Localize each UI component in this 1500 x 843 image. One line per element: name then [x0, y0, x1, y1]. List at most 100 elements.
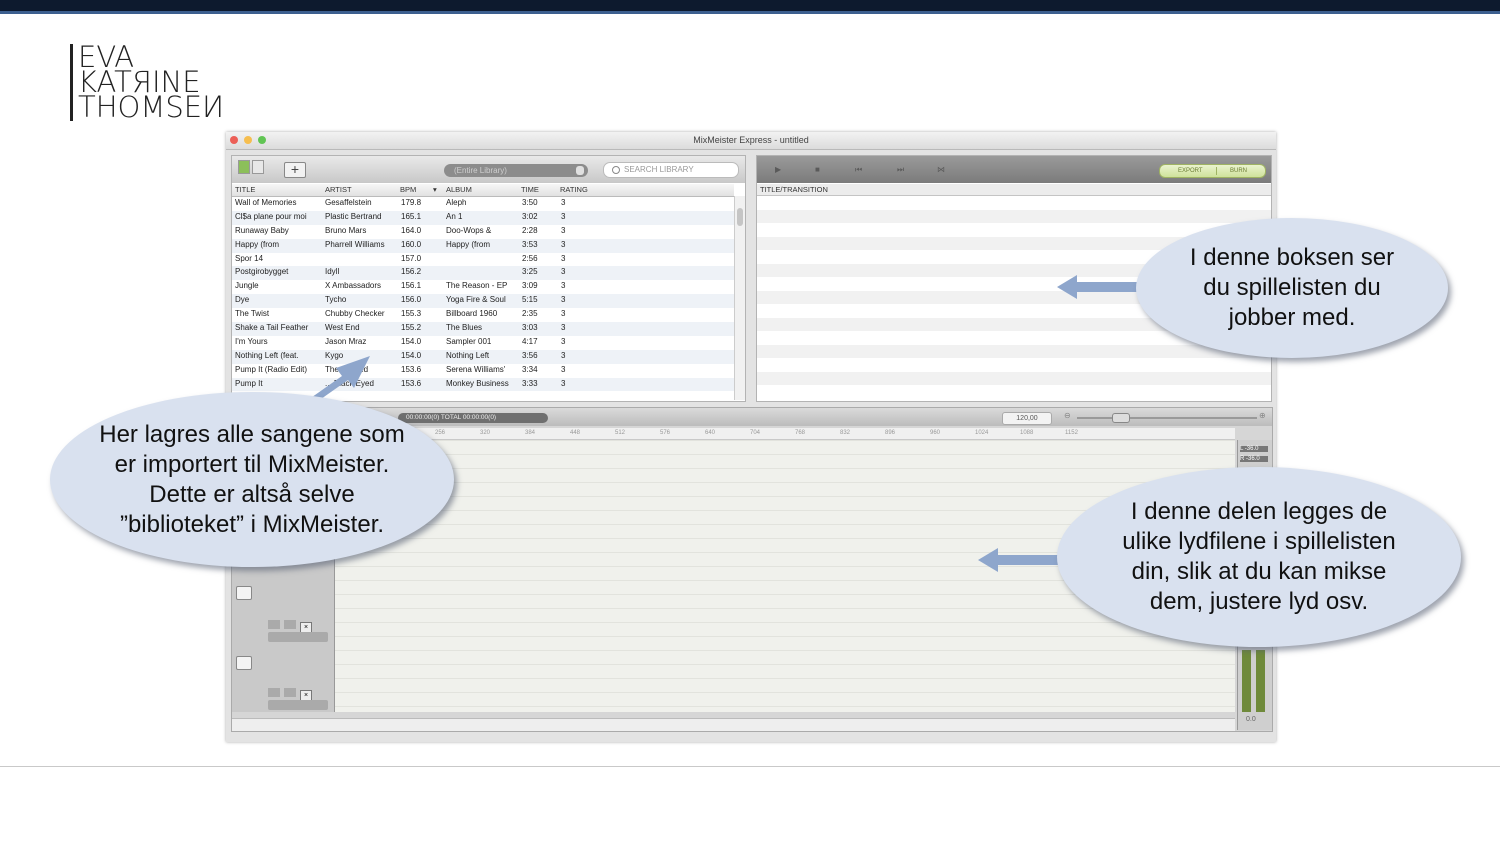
bpm-stepper[interactable]: 120,00	[1002, 412, 1052, 425]
table-cell: Monkey Business	[446, 378, 509, 388]
playlist-row	[757, 358, 1271, 371]
slide-bottom-line	[0, 766, 1500, 767]
table-cell: 3	[561, 267, 566, 277]
track-gridline	[335, 580, 1235, 581]
table-cell: 160.0	[401, 239, 422, 249]
table-cell: 3:33	[522, 378, 538, 388]
col-time[interactable]: TIME	[521, 185, 539, 194]
track-4-buttons: ×	[268, 684, 328, 701]
table-cell: ... Black Eyed	[325, 378, 374, 388]
table-cell: Nothing Left (feat.	[235, 350, 299, 360]
table-cell: 3	[561, 378, 566, 388]
export-button[interactable]: EXPORT	[1178, 168, 1203, 174]
slide-top-bar	[0, 0, 1500, 14]
meter-bar-right	[1256, 650, 1265, 712]
table-cell: 3:34	[522, 364, 538, 374]
zoom-button[interactable]	[258, 136, 266, 144]
library-callout: Her lagres alle sangene som er importert…	[50, 392, 454, 567]
zoom-out-icon[interactable]: ⊖	[1064, 411, 1071, 420]
track-4-pads[interactable]	[268, 700, 328, 710]
logo-line-3: THOMSEИ	[78, 90, 224, 124]
total-time-display: 00:00:00(0) TOTAL 00:00:00(0)	[398, 413, 548, 423]
table-cell: 154.0	[401, 336, 422, 346]
burn-button[interactable]: BURN	[1230, 168, 1248, 174]
table-cell: 3:02	[522, 211, 538, 221]
table-cell: 4:17	[522, 336, 538, 346]
track-4-btn-a[interactable]	[268, 688, 280, 697]
table-cell: 3	[561, 225, 566, 235]
track-gridline	[335, 636, 1235, 637]
track-3-icon[interactable]	[236, 586, 252, 600]
col-bpm[interactable]: BPM	[400, 185, 417, 194]
track-3-btn-b[interactable]	[284, 620, 296, 629]
col-rating[interactable]: RATING	[560, 185, 588, 194]
playlist-row	[757, 331, 1271, 344]
view-browser-icon[interactable]	[252, 160, 264, 174]
table-cell: X Ambassadors	[325, 281, 382, 291]
ruler-tick: 448	[570, 430, 581, 436]
scroll-thumb[interactable]	[737, 208, 743, 226]
view-list-icon[interactable]	[238, 160, 250, 174]
library-scrollbar[interactable]	[734, 196, 745, 400]
next-icon[interactable]: ⏭	[897, 165, 905, 174]
col-title[interactable]: TITLE	[235, 185, 256, 194]
track-gridline	[335, 650, 1235, 651]
search-library-input[interactable]: SEARCH LIBRARY	[603, 162, 739, 178]
col-artist[interactable]: ARTIST	[325, 185, 352, 194]
playlist-callout: I denne boksen ser du spillelisten du jo…	[1136, 218, 1448, 358]
zoom-slider-thumb[interactable]	[1112, 413, 1130, 423]
table-cell: Chubby Checker	[325, 309, 385, 319]
transition-icon[interactable]: ⋈	[937, 165, 945, 174]
track-gridline	[335, 468, 1235, 469]
track-3-pads[interactable]	[268, 632, 328, 642]
close-button[interactable]	[230, 136, 238, 144]
table-cell: Shake a Tail Feather	[235, 323, 309, 333]
ruler-tick: 256	[435, 430, 446, 436]
zoom-in-icon[interactable]: ⊕	[1259, 411, 1266, 420]
table-cell: Cl$a plane pour moi	[235, 211, 307, 221]
table-cell: Gesaffelstein	[325, 198, 372, 207]
zoom-slider[interactable]	[1077, 417, 1257, 419]
play-icon[interactable]: ▶	[775, 165, 782, 174]
arrow-shape	[978, 548, 1076, 572]
arrow-shape	[1057, 275, 1155, 299]
ruler-tick: 832	[840, 430, 851, 436]
library-source-select[interactable]: (Entire Library)	[444, 164, 588, 177]
table-cell: Tycho	[325, 295, 347, 305]
table-cell: Bruno Mars	[325, 225, 367, 235]
track-3-btn-a[interactable]	[268, 620, 280, 629]
add-button[interactable]: +	[284, 162, 306, 178]
ruler-tick: 1024	[975, 430, 989, 436]
track-4-icon[interactable]	[236, 656, 252, 670]
stop-icon[interactable]: ■	[815, 165, 820, 174]
track-gridline	[335, 440, 1235, 441]
track-gridline	[335, 622, 1235, 623]
previous-icon[interactable]: ⏮	[855, 165, 863, 174]
ruler-tick: 960	[930, 430, 941, 436]
col-album[interactable]: ALBUM	[446, 185, 472, 194]
table-cell: West End	[325, 323, 360, 333]
ruler-tick: 640	[705, 430, 716, 436]
table-cell: Kygo	[325, 350, 344, 360]
table-cell: The Twist	[235, 309, 270, 319]
track-4-btn-b[interactable]	[284, 688, 296, 697]
playlist-row	[757, 209, 1271, 223]
table-cell: 3	[561, 295, 566, 305]
timeline-scrollbar[interactable]	[232, 718, 1235, 731]
minimize-button[interactable]	[244, 136, 252, 144]
track-gridline	[335, 566, 1235, 567]
table-cell: Nothing Left	[446, 350, 490, 360]
